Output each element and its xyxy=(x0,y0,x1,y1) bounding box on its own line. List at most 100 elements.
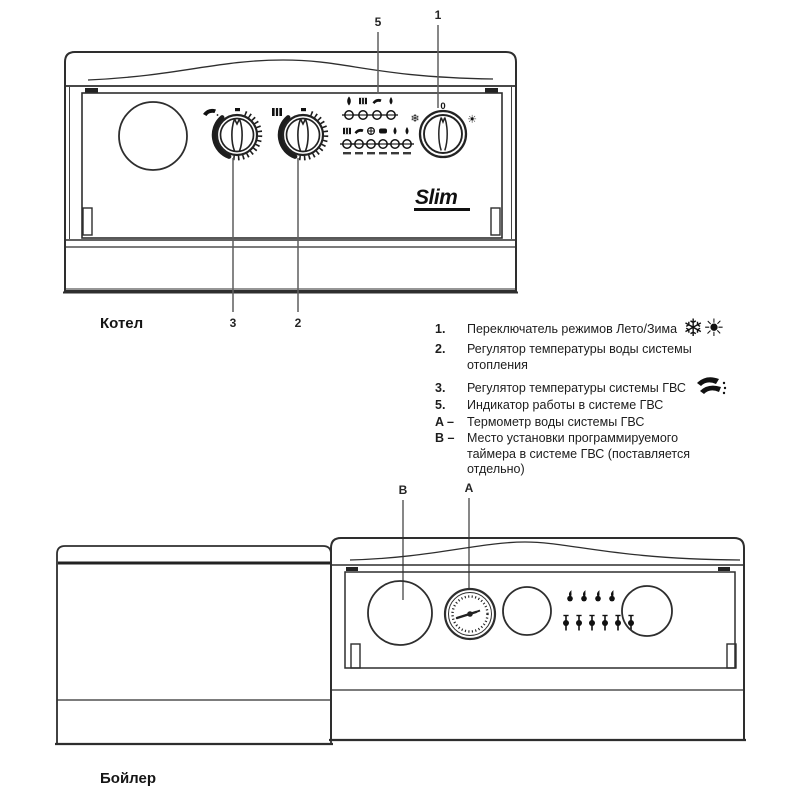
legend-item: 5. Индикатор работы в системе ГВС xyxy=(435,398,795,414)
tank-body-outline xyxy=(56,545,332,745)
mount-tab xyxy=(85,88,98,93)
sun-icon: ☀ xyxy=(703,314,725,342)
temp-scale-mark xyxy=(355,152,363,155)
legend-item-number: 5. xyxy=(435,398,446,412)
tap-icon xyxy=(203,108,219,116)
callout-label-5: 5 xyxy=(375,15,382,29)
control-panel xyxy=(81,92,503,239)
valve-icon xyxy=(614,614,622,632)
snowflake-icon: ❄ xyxy=(410,112,419,125)
legend-item: A – Термометр воды системы ГВС xyxy=(435,415,795,431)
drop-icon xyxy=(393,127,397,135)
legend-item-text: Место установки программируемого таймера… xyxy=(467,431,691,476)
indicator-lamp xyxy=(375,139,391,149)
legend-item: B – Место установки программируемого тай… xyxy=(435,431,795,478)
drip-icon xyxy=(567,590,573,602)
fan-icon xyxy=(367,126,375,135)
legend-item: 2. Регулятор температуры воды системы от… xyxy=(435,342,795,373)
panel-slot xyxy=(82,207,93,236)
legend-item: 3. Регулятор температуры системы ГВС xyxy=(435,377,795,397)
panel-circle xyxy=(502,586,552,636)
temp-scale-mark xyxy=(367,152,375,155)
callout-label-2: 2 xyxy=(295,316,302,330)
legend-item-icons: ❄ ☀ xyxy=(683,315,725,341)
boiler-body-outline xyxy=(330,537,745,741)
legend-item-text: Регулятор температуры воды системы отопл… xyxy=(467,342,692,372)
legend-item-number: 1. xyxy=(435,322,446,336)
legend-item-number: A – xyxy=(435,414,454,429)
callout-label-A: A xyxy=(465,481,474,495)
legend-item: 1. Переключатель режимов Лето/Зима ❄ ☀ xyxy=(435,315,795,341)
legend-item-icons xyxy=(694,373,728,397)
dhw-temp-knob xyxy=(211,108,263,161)
valve-icon xyxy=(588,614,596,632)
drip-icon xyxy=(609,590,615,602)
drop-icon xyxy=(405,127,409,135)
legend-item-text: Термометр воды системы ГВС xyxy=(467,414,645,429)
panel-slot xyxy=(350,643,361,669)
thermometer-gauge xyxy=(443,587,497,641)
tap-icon xyxy=(354,128,364,134)
temp-scale-mark xyxy=(343,152,351,155)
valve-icon xyxy=(601,614,609,632)
dhw-indicator-panel xyxy=(339,96,415,155)
indicator-lamp xyxy=(355,110,371,120)
mount-tab xyxy=(718,567,730,571)
drip-icon xyxy=(595,590,601,602)
tap-icon xyxy=(372,98,382,104)
tank-diagram-title: Бойлер xyxy=(100,770,156,787)
indicator-lamp xyxy=(387,139,403,149)
drop-icon xyxy=(389,97,393,105)
callout-label-1: 1 xyxy=(435,8,442,22)
heating-temp-knob xyxy=(277,108,329,161)
legend-item-text: Регулятор температуры системы ГВС xyxy=(467,381,686,395)
legend-item-number: B – xyxy=(435,431,455,445)
callout-label-B: B xyxy=(399,483,408,497)
legend-item-number: 2. xyxy=(435,342,446,356)
boiler-diagram-title: Котел xyxy=(100,315,143,332)
indicator-lamp xyxy=(383,110,399,120)
valve-icon xyxy=(575,614,583,632)
mount-tab xyxy=(485,88,498,93)
legend-item-text: Индикатор работы в системе ГВС xyxy=(467,398,664,412)
legend: 1. Переключатель режимов Лето/Зима ❄ ☀ 2… xyxy=(435,315,795,479)
top-cap-wave xyxy=(349,541,741,561)
panel-icon-group xyxy=(562,590,635,632)
tank-diagram: B A xyxy=(55,481,746,787)
legend-item-text: Переключатель режимов Лето/Зима xyxy=(467,322,678,336)
mode-selector-knob: 0 ❄ ☀ xyxy=(410,101,477,159)
pump-icon xyxy=(379,128,387,134)
slim-logo-text: Slim xyxy=(415,186,457,209)
indicator-lamp xyxy=(399,139,415,149)
indicator-lamp xyxy=(341,110,357,120)
panel-slot xyxy=(490,207,501,236)
sun-icon: ☀ xyxy=(467,113,477,126)
temp-scale-mark xyxy=(391,152,399,155)
snowflake-icon: ❄ xyxy=(683,314,704,342)
indicator-lamp xyxy=(351,139,367,149)
slim-logo-underline xyxy=(414,208,470,211)
indicator-lamp xyxy=(369,110,385,120)
indicator-lamp xyxy=(363,139,379,149)
sight-glass xyxy=(118,101,188,171)
radiator-icon xyxy=(271,107,283,117)
top-cap-wave xyxy=(87,59,494,81)
control-panel xyxy=(344,571,736,669)
temp-scale-mark xyxy=(403,152,411,155)
panel-slot xyxy=(726,643,737,669)
slim-logo: Slim xyxy=(414,186,470,211)
panel-circle xyxy=(621,585,673,637)
mount-tab xyxy=(346,567,358,571)
boiler-body-outline xyxy=(64,51,517,292)
indicator-lamp xyxy=(339,139,355,149)
selector-zero-label: 0 xyxy=(440,101,445,112)
callout-label-3: 3 xyxy=(230,316,237,330)
boiler-diagram: 0 ❄ ☀ Slim 5 1 3 2 Котел xyxy=(63,8,518,332)
timer-location-circle xyxy=(367,580,433,646)
temp-scale-mark xyxy=(379,152,387,155)
flame-icon xyxy=(347,96,351,106)
legend-item-number: 3. xyxy=(435,381,446,395)
drip-icon xyxy=(581,590,587,602)
radiator-icon xyxy=(358,97,368,105)
